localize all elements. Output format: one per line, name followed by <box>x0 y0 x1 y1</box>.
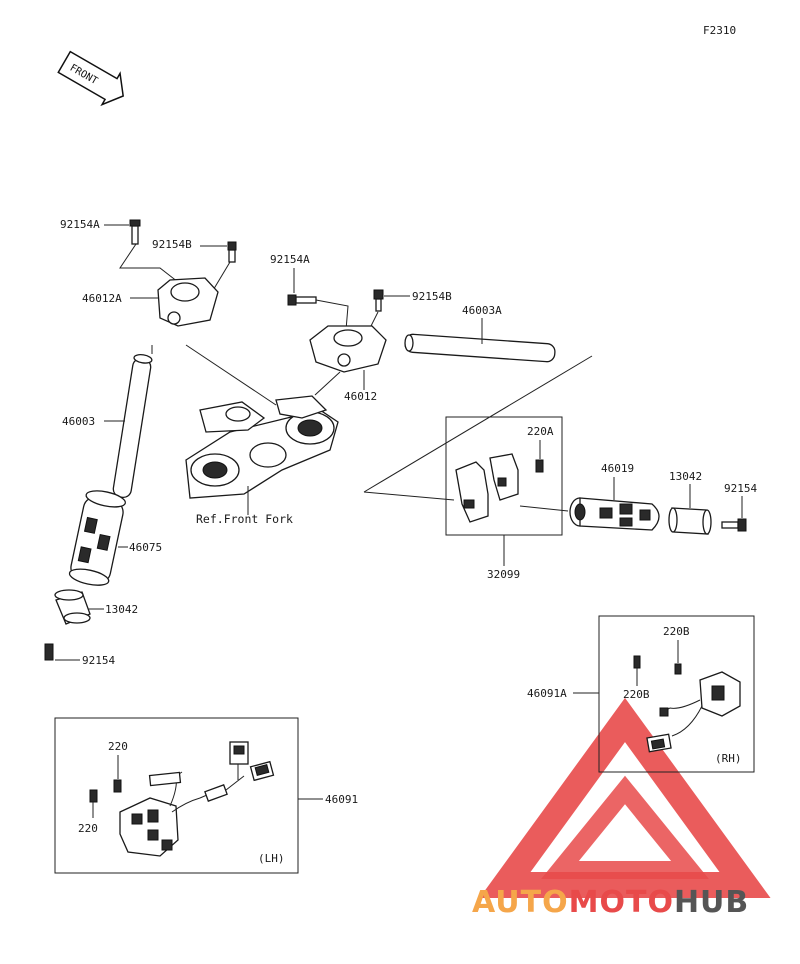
grip-46075-icon <box>68 490 126 586</box>
lh-switch-housing-icon <box>119 741 275 857</box>
label-92154b-mid: 92154B <box>412 290 452 303</box>
svg-text:AUTOMOTOHUB: AUTOMOTOHUB <box>472 885 749 920</box>
label-46003: 46003 <box>62 415 95 428</box>
label-46091: 46091 <box>325 793 358 806</box>
screw-220a-icon <box>535 459 544 473</box>
handlebar-clamp-46012-icon <box>309 325 387 373</box>
front-arrow-icon: FRONT <box>57 50 124 107</box>
bar-end-weight-13042-left-icon <box>54 589 91 625</box>
label-220a: 220A <box>527 425 554 438</box>
bolt-92154-right-icon <box>721 518 747 532</box>
label-13042-left: 13042 <box>105 603 138 616</box>
figure-code: F2310 <box>703 24 736 37</box>
label-rh: (RH) <box>715 752 742 765</box>
triple-clamp-icon <box>185 395 339 499</box>
watermark-moto: MOTO <box>569 885 674 920</box>
screw-220b-top-icon <box>674 663 682 675</box>
label-92154-left: 92154 <box>82 654 115 667</box>
label-220b-top: 220B <box>663 625 690 638</box>
bolt-92154b-mid-icon <box>373 289 384 312</box>
bolt-92154b-left-icon <box>227 241 237 263</box>
label-92154b-left: 92154B <box>152 238 192 251</box>
handlebar-clamp-46012a-icon <box>157 277 219 327</box>
ref-front-fork-label: Ref.Front Fork <box>196 512 293 526</box>
label-13042-right: 13042 <box>669 470 702 483</box>
screw-220-bottom-icon <box>89 789 98 803</box>
watermark-triangle-outer <box>479 697 771 898</box>
watermark: AUTOMOTOHUB <box>472 697 771 920</box>
label-220-bottom: 220 <box>78 822 98 835</box>
rh-switch-housing-icon <box>646 671 741 753</box>
bolt-92154a-mid-icon <box>287 294 317 306</box>
watermark-triangle-inner <box>541 775 709 879</box>
watermark-auto: AUTO <box>472 885 569 920</box>
lh-switch-box <box>54 717 299 874</box>
bar-end-weight-13042-right-icon <box>668 507 712 535</box>
label-46012: 46012 <box>344 390 377 403</box>
label-220b-bottom: 220B <box>623 688 650 701</box>
label-92154a-left: 92154A <box>60 218 100 231</box>
label-32099: 32099 <box>487 568 520 581</box>
handlebar-tube-46003-icon <box>112 354 153 499</box>
label-46019: 46019 <box>601 462 634 475</box>
label-46091a: 46091A <box>527 687 567 700</box>
label-lh: (LH) <box>258 852 285 865</box>
screw-220-top-icon <box>113 779 122 793</box>
label-220-top: 220 <box>108 740 128 753</box>
label-46012a: 46012A <box>82 292 122 305</box>
label-46003a: 46003A <box>462 304 502 317</box>
rh-switch-box <box>598 615 755 773</box>
watermark-hub: HUB <box>674 885 749 920</box>
handlebar-tube-46003a-icon <box>404 333 556 363</box>
throttle-grip-46019-icon <box>569 497 660 531</box>
label-46075: 46075 <box>129 541 162 554</box>
bracket-32099-icon <box>455 453 519 523</box>
label-92154a-mid: 92154A <box>270 253 310 266</box>
bolt-92154a-left-icon <box>129 219 141 245</box>
label-92154-right: 92154 <box>724 482 757 495</box>
bolt-92154-left-icon <box>44 643 54 661</box>
screw-220b-bottom-icon <box>633 655 641 669</box>
